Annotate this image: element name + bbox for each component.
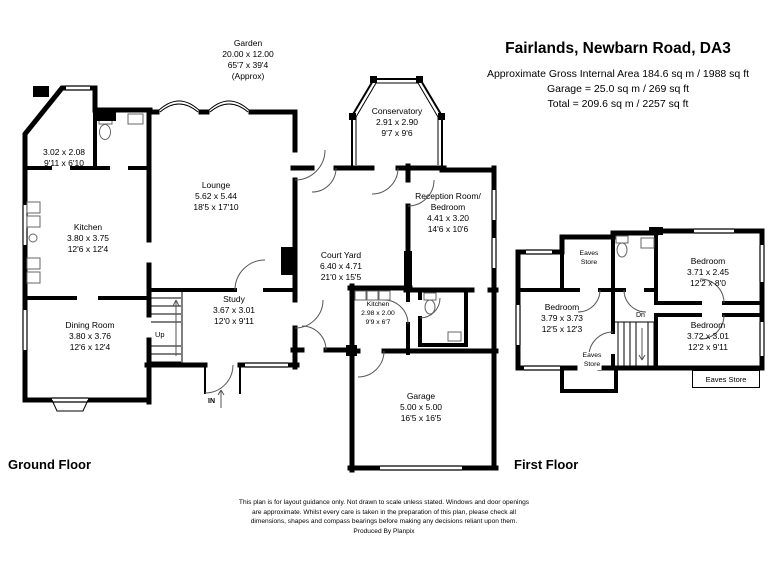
room-dim-imperial: 65'7 x 39'4 xyxy=(227,60,269,71)
room-name: Bedroom xyxy=(690,256,726,266)
room-approx-note: (Approx) xyxy=(231,71,265,82)
room-name: Garden xyxy=(233,38,263,48)
first-floor-windows xyxy=(513,226,767,373)
room-label-conservatory: Conservatory 2.91 x 2.90 9'7 x 9'6 xyxy=(372,106,423,139)
room-dim-imperial: 12'5 x 12'3 xyxy=(541,324,583,335)
room-label-courtyard: Court Yard 6.40 x 4.71 21'0 x 15'5 xyxy=(320,250,362,283)
room-name: Bedroom xyxy=(430,202,466,213)
plan-header: Fairlands, Newbarn Road, DA3 Approximate… xyxy=(487,40,749,113)
property-title: Fairlands, Newbarn Road, DA3 xyxy=(505,40,731,57)
ground-floor-windows xyxy=(20,83,499,412)
disclaimer-line: This plan is for layout guidance only. N… xyxy=(238,499,530,506)
room-label-store: 3.02 x 2.08 9'11 x 6'10 xyxy=(43,147,85,169)
conservatory-glazing xyxy=(351,78,443,170)
room-dim-metric: 3.80 x 3.76 xyxy=(68,331,112,342)
chimney-blocks xyxy=(33,76,445,356)
room-label-bedroom-top-right: Bedroom 3.71 x 2.45 12'2 x 8'0 xyxy=(687,256,729,289)
disclaimer-line: dimensions, shapes and compass bearings … xyxy=(250,518,518,526)
room-label-kitchen-small: Kitchen 2.98 x 2.00 9'9 x 6'7 xyxy=(361,301,395,327)
first-floor-chimney xyxy=(649,227,663,235)
garage-area-line: Garage = 25.0 sq m / 269 sq ft xyxy=(546,83,690,96)
stairs-up xyxy=(151,292,183,363)
producer-credit: Produced By Planpix xyxy=(353,527,415,535)
room-name: Study xyxy=(223,294,245,304)
disclaimer-line: are approximate. Whilst every care is ta… xyxy=(252,508,516,516)
room-name: Kitchen xyxy=(73,222,103,232)
room-dim-imperial: 12'6 x 12'4 xyxy=(69,342,111,353)
first-floor-title: First Floor xyxy=(514,457,579,472)
room-label-bedroom-left: Bedroom 3.79 x 3.73 12'5 x 12'3 xyxy=(541,302,583,335)
room-dim-metric: 3.72 x 3.01 xyxy=(686,331,730,342)
room-label-study: Study 3.67 x 3.01 12'0 x 9'11 xyxy=(213,294,255,327)
room-dim-imperial: 12'2 x 8'0 xyxy=(690,278,726,289)
room-label-eaves-store-top: Eaves Store xyxy=(580,250,599,268)
room-label-lounge: Lounge 5.62 x 5.44 18'5 x 17'10 xyxy=(193,180,238,213)
room-dim-metric: 3.67 x 3.01 xyxy=(212,305,256,316)
entrance-arrow xyxy=(217,389,225,408)
room-name: Lounge xyxy=(201,180,231,190)
garage-door xyxy=(380,463,462,473)
room-dim-metric: 5.62 x 5.44 xyxy=(194,191,238,202)
room-label-reception: Reception Room/ Bedroom 4.41 x 3.20 14'6… xyxy=(415,191,481,235)
room-dim-imperial: 9'11 x 6'10 xyxy=(44,158,84,169)
room-name: Eaves xyxy=(579,250,599,257)
room-dim-imperial: 12'2 x 9'11 xyxy=(688,342,728,353)
room-label-kitchen: Kitchen 3.80 x 3.75 12'6 x 12'4 xyxy=(67,222,109,255)
gross-area-line: Approximate Gross Internal Area 184.6 sq… xyxy=(486,68,750,80)
room-dim-imperial: 14'6 x 10'6 xyxy=(427,224,469,235)
room-name: Eaves Store xyxy=(705,374,747,384)
first-floor-fixtures xyxy=(615,235,655,258)
room-dim-metric: 20.00 x 12.00 xyxy=(222,49,274,60)
disclaimer: This plan is for layout guidance only. N… xyxy=(239,498,529,536)
room-name: Store xyxy=(580,258,598,266)
room-name: Bedroom xyxy=(690,320,726,330)
room-dim-metric: 3.80 x 3.75 xyxy=(66,233,110,244)
room-dim-metric: 3.71 x 2.45 xyxy=(686,267,730,278)
room-name: Dining Room xyxy=(65,320,115,330)
room-dim-metric: 6.40 x 4.71 xyxy=(319,261,363,272)
room-dim-metric: 4.41 x 3.20 xyxy=(426,213,470,224)
room-name: Kitchen xyxy=(366,301,390,308)
bay-window-arcs xyxy=(156,100,252,113)
room-dim-imperial: 21'0 x 15'5 xyxy=(320,272,362,283)
stairs-dn-label: Dn xyxy=(636,312,645,319)
room-label-garage: Garage 5.00 x 5.00 16'5 x 16'5 xyxy=(400,391,442,424)
room-dim-imperial: 18'5 x 17'10 xyxy=(193,202,239,213)
room-name: Reception Room/ xyxy=(415,191,481,201)
garden-label: Garden 20.00 x 12.00 65'7 x 39'4 (Approx… xyxy=(222,38,274,82)
stairs-up-label: Up xyxy=(155,330,165,339)
ground-floor-title: Ground Floor xyxy=(8,457,92,472)
total-area-line: Total = 209.6 sq m / 2257 sq ft xyxy=(547,98,689,111)
room-dim-metric: 3.02 x 2.08 xyxy=(42,147,86,157)
room-dim-metric: 3.79 x 3.73 xyxy=(540,313,584,324)
room-dim-imperial: 16'5 x 16'5 xyxy=(400,413,442,424)
room-dim-imperial: 9'7 x 9'6 xyxy=(381,128,413,139)
room-name: Court Yard xyxy=(320,250,362,260)
room-dim-imperial: 12'0 x 9'11 xyxy=(214,316,254,327)
room-dim-metric: 2.91 x 2.90 xyxy=(375,117,419,128)
room-label-eaves-store-bottom-left: Eaves Store xyxy=(582,352,602,370)
room-dim-metric: 5.00 x 5.00 xyxy=(399,402,443,413)
eaves-store-bottom-right-box: Eaves Store xyxy=(692,370,760,388)
room-name: Garage xyxy=(406,391,436,401)
room-name: Store xyxy=(583,360,601,368)
room-name: Eaves xyxy=(582,352,602,359)
first-floor-walls xyxy=(515,228,765,393)
entrance-in-label: IN xyxy=(208,398,215,405)
room-label-bedroom-bottom-right: Bedroom 3.72 x 3.01 12'2 x 9'11 xyxy=(687,320,729,353)
room-name: Conservatory xyxy=(371,106,423,116)
stairs-down xyxy=(614,321,656,367)
room-dim-imperial: 9'9 x 6'7 xyxy=(365,318,391,326)
room-name: Bedroom xyxy=(544,302,580,312)
room-label-dining: Dining Room 3.80 x 3.76 12'6 x 12'4 xyxy=(65,320,114,353)
room-dim-metric: 2.98 x 2.00 xyxy=(361,309,395,317)
room-dim-imperial: 12'6 x 12'4 xyxy=(67,244,109,255)
